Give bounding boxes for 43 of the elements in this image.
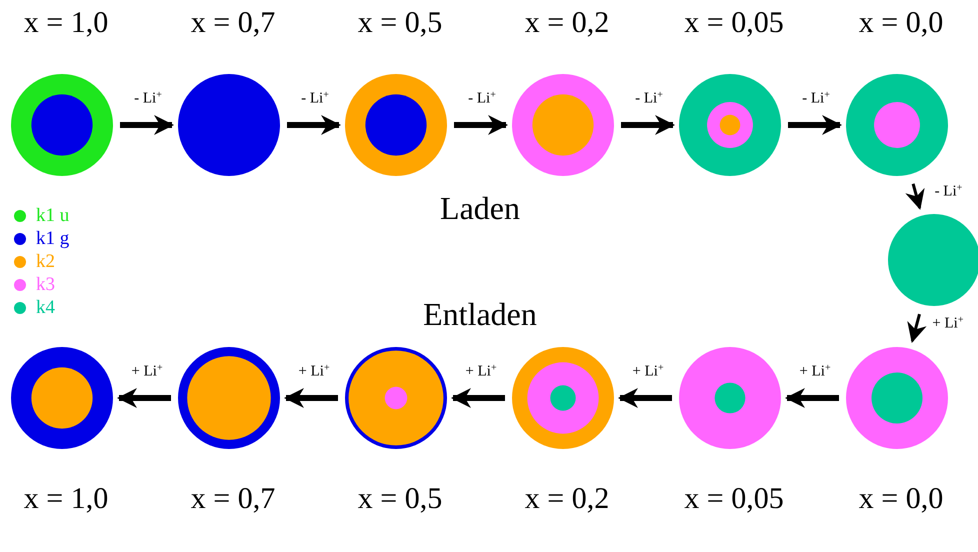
composition-label: x = 0,7 (190, 484, 276, 514)
arrow (618, 388, 672, 408)
arrow (454, 115, 508, 135)
particle-circle (178, 347, 280, 449)
legend-label: k1 u (36, 206, 70, 225)
composition-label: x = 1,0 (24, 484, 108, 514)
composition-label: x = 0,5 (358, 8, 442, 38)
process-heading: Entladen (423, 298, 537, 330)
particle-circle (846, 74, 948, 176)
composition-label: x = 0,2 (524, 484, 610, 514)
composition-label: x = 0,05 (684, 484, 784, 514)
particle-circle (345, 74, 447, 176)
arrow (287, 115, 341, 135)
particle-circle (512, 74, 614, 176)
particle-circle (345, 347, 447, 449)
particle-circle (178, 74, 280, 176)
particle-circle (679, 74, 781, 176)
particle-circle (679, 347, 781, 449)
composition-label: x = 1,0 (24, 8, 108, 38)
particle-circle (11, 74, 113, 176)
arrow (788, 115, 842, 135)
particle-circle (846, 347, 948, 449)
arrow (284, 388, 338, 408)
arrow (451, 388, 505, 408)
composition-label: x = 0,2 (524, 8, 610, 38)
legend-label: k4 (36, 298, 55, 317)
particle-circle (512, 347, 614, 449)
composition-label: x = 0,0 (858, 8, 944, 38)
legend-label: k1 g (36, 229, 70, 248)
particle-circle (11, 347, 113, 449)
process-heading: Laden (440, 192, 520, 224)
composition-label: x = 0,5 (358, 484, 442, 514)
arrow (907, 314, 927, 343)
legend-label: k3 (36, 275, 55, 294)
arrow (785, 388, 839, 408)
arrow (120, 115, 174, 135)
composition-label: x = 0,0 (858, 484, 944, 514)
arrow (621, 115, 675, 135)
composition-label: x = 0,7 (190, 8, 276, 38)
composition-label: x = 0,05 (684, 8, 784, 38)
legend-label: k2 (36, 252, 55, 271)
arrow (117, 388, 171, 408)
arrow (905, 183, 925, 210)
